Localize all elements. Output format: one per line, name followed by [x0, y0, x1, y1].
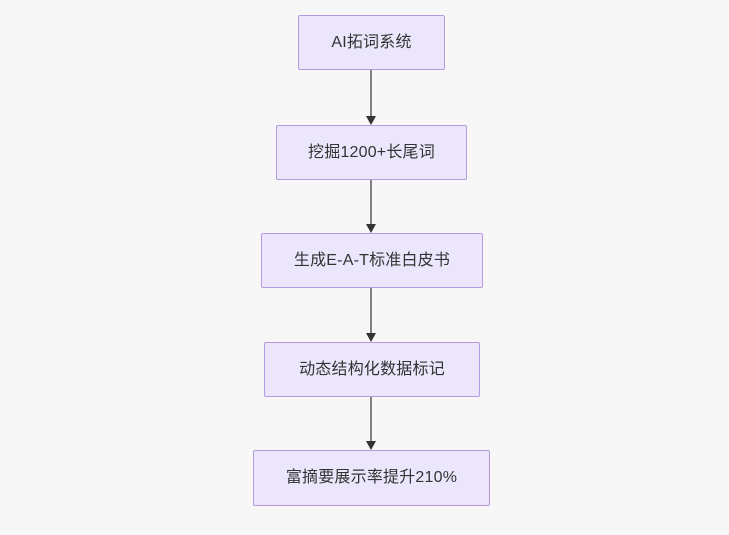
flow-node-ai-keyword-system[interactable]: AI拓词系统 [298, 15, 445, 70]
flow-node-label: 富摘要展示率提升210% [285, 469, 458, 487]
edge-n3-n4 [363, 288, 379, 342]
flow-node-mine-longtail-keywords[interactable]: 挖掘1200+长尾词 [276, 125, 467, 180]
flow-node-label: 动态结构化数据标记 [299, 360, 445, 378]
flow-node-label: AI拓词系统 [331, 33, 412, 51]
flow-node-generate-eat-whitepaper[interactable]: 生成E-A-T标准白皮书 [261, 233, 483, 288]
flow-node-dynamic-structured-data-markup[interactable]: 动态结构化数据标记 [264, 342, 480, 397]
flow-node-rich-snippet-impression-uplift[interactable]: 富摘要展示率提升210% [253, 450, 490, 506]
edge-n2-n3 [363, 180, 379, 233]
edge-n4-n5 [363, 397, 379, 450]
flow-node-label: 挖掘1200+长尾词 [308, 143, 435, 161]
edge-n1-n2 [363, 70, 379, 125]
flow-node-label: 生成E-A-T标准白皮书 [293, 251, 451, 269]
